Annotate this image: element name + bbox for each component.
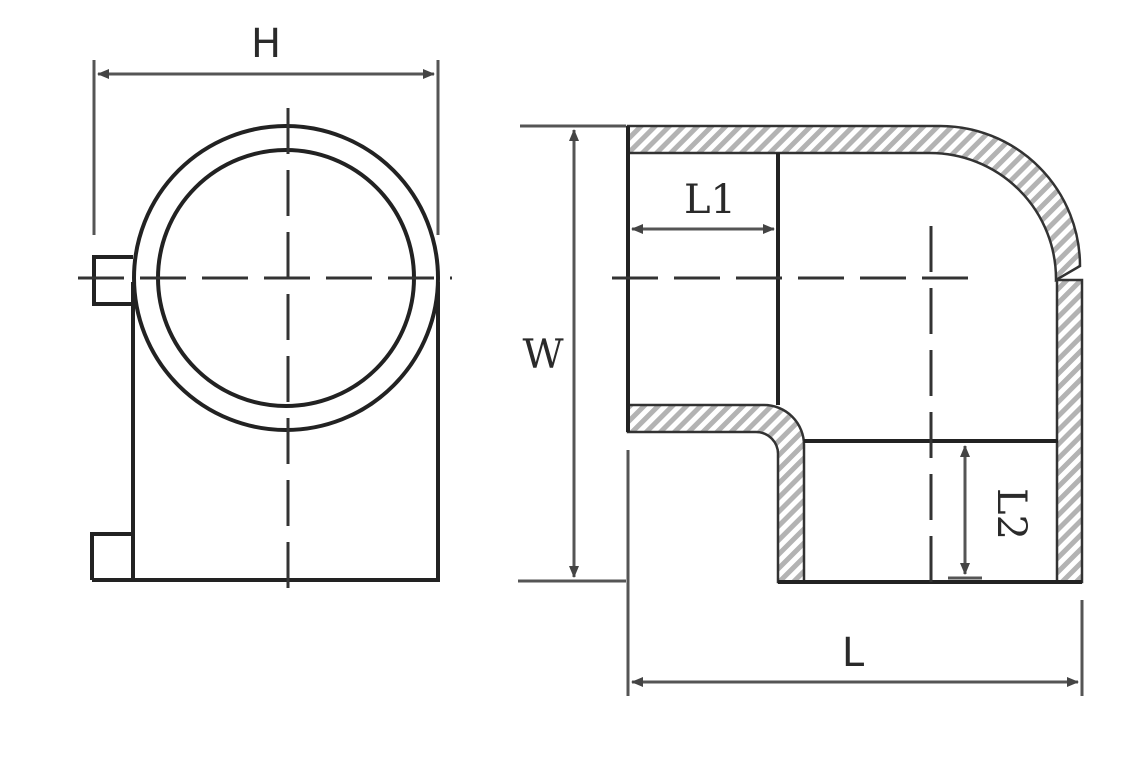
lower-terminal-pin bbox=[90, 532, 133, 580]
section-view: W L1 L2 L bbox=[518, 124, 1084, 696]
outer-circle bbox=[132, 124, 440, 432]
h-label: H bbox=[251, 21, 281, 67]
w-label: W bbox=[522, 332, 563, 378]
top-wall-hatch bbox=[626, 124, 1082, 283]
l1-label: L1 bbox=[684, 177, 736, 223]
front-view: H bbox=[78, 21, 452, 600]
upper-terminal-pin bbox=[92, 255, 133, 306]
right-wall-hatch bbox=[1055, 278, 1084, 584]
l-label: L bbox=[842, 630, 865, 676]
inner-elbow-wall-hatch bbox=[626, 403, 806, 584]
l2-label: L2 bbox=[988, 488, 1034, 540]
